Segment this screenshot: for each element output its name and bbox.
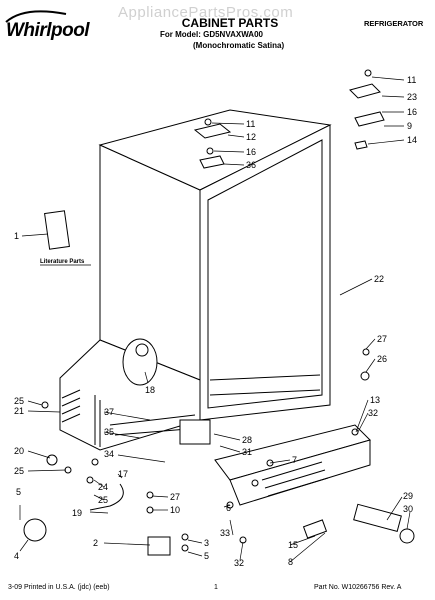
model-line: For Model: GD5NVAXWA00 [160, 30, 263, 39]
callout-36: 36 [246, 160, 256, 170]
callout-27-right: 27 [377, 334, 387, 344]
literature-parts-label: Literature Parts [40, 259, 85, 265]
callout-19: 19 [72, 508, 82, 518]
callout-1: 1 [14, 231, 19, 241]
callout-10: 10 [170, 505, 180, 515]
callout-15: 15 [288, 540, 298, 550]
callout-22: 22 [374, 274, 384, 284]
callout-12: 12 [246, 132, 256, 142]
callout-5-left: 5 [16, 487, 21, 497]
callout-6: 6 [226, 503, 231, 513]
callout-33: 33 [220, 528, 230, 538]
callout-27-lower: 27 [170, 492, 180, 502]
callout-11-top-right: 11 [407, 75, 416, 85]
callout-16-top-right: 16 [407, 107, 417, 117]
callout-5-lower: 5 [204, 551, 209, 561]
callout-25-mid-left: 25 [14, 466, 24, 476]
callout-30: 30 [403, 504, 413, 514]
callout-13: 13 [370, 395, 380, 405]
callout-26: 26 [377, 354, 387, 364]
callout-28: 28 [242, 435, 252, 445]
callout-16-top-center: 16 [246, 147, 256, 157]
callout-25-upper-left: 25 [14, 396, 24, 406]
callout-9: 9 [407, 121, 412, 131]
watermark: AppliancePartsPros.com [118, 4, 294, 21]
callout-18: 18 [145, 385, 155, 395]
callout-34: 34 [104, 449, 114, 459]
leader-lines [19, 76, 411, 563]
callout-23: 23 [407, 92, 417, 102]
callout-17: 17 [118, 469, 128, 479]
callout-20: 20 [14, 446, 24, 456]
callout-32-right: 32 [368, 408, 378, 418]
callout-4: 4 [14, 551, 19, 561]
category-label: REFRIGERATOR [364, 19, 424, 28]
callout-21: 21 [14, 406, 24, 416]
callout-3: 3 [204, 538, 209, 548]
callout-35: 35 [104, 427, 114, 437]
callout-29: 29 [403, 491, 413, 501]
callout-24: 24 [98, 482, 108, 492]
page-number: 1 [214, 584, 218, 591]
callout-8: 8 [288, 557, 293, 567]
cabinet-drawing [23, 69, 415, 556]
callout-37: 37 [104, 407, 114, 417]
callout-31: 31 [242, 447, 252, 457]
finish-line: (Monochromatic Satina) [193, 41, 285, 50]
callout-14: 14 [407, 135, 417, 145]
callout-32-lower: 32 [234, 558, 244, 568]
page-title: CABINET PARTS [181, 16, 279, 30]
part-number: Part No. W10266756 Rev. A [314, 584, 402, 591]
print-info: 3-09 Printed in U.S.A. (jdc) (eeb) [8, 584, 110, 591]
callout-2: 2 [93, 538, 98, 548]
callout-7: 7 [292, 455, 297, 465]
brand-logo: Whirlpool [6, 20, 90, 41]
callout-11-top-center: 11 [246, 119, 255, 129]
whirlpool-swoosh-icon [5, 10, 67, 23]
callout-25-lower: 25 [98, 495, 108, 505]
